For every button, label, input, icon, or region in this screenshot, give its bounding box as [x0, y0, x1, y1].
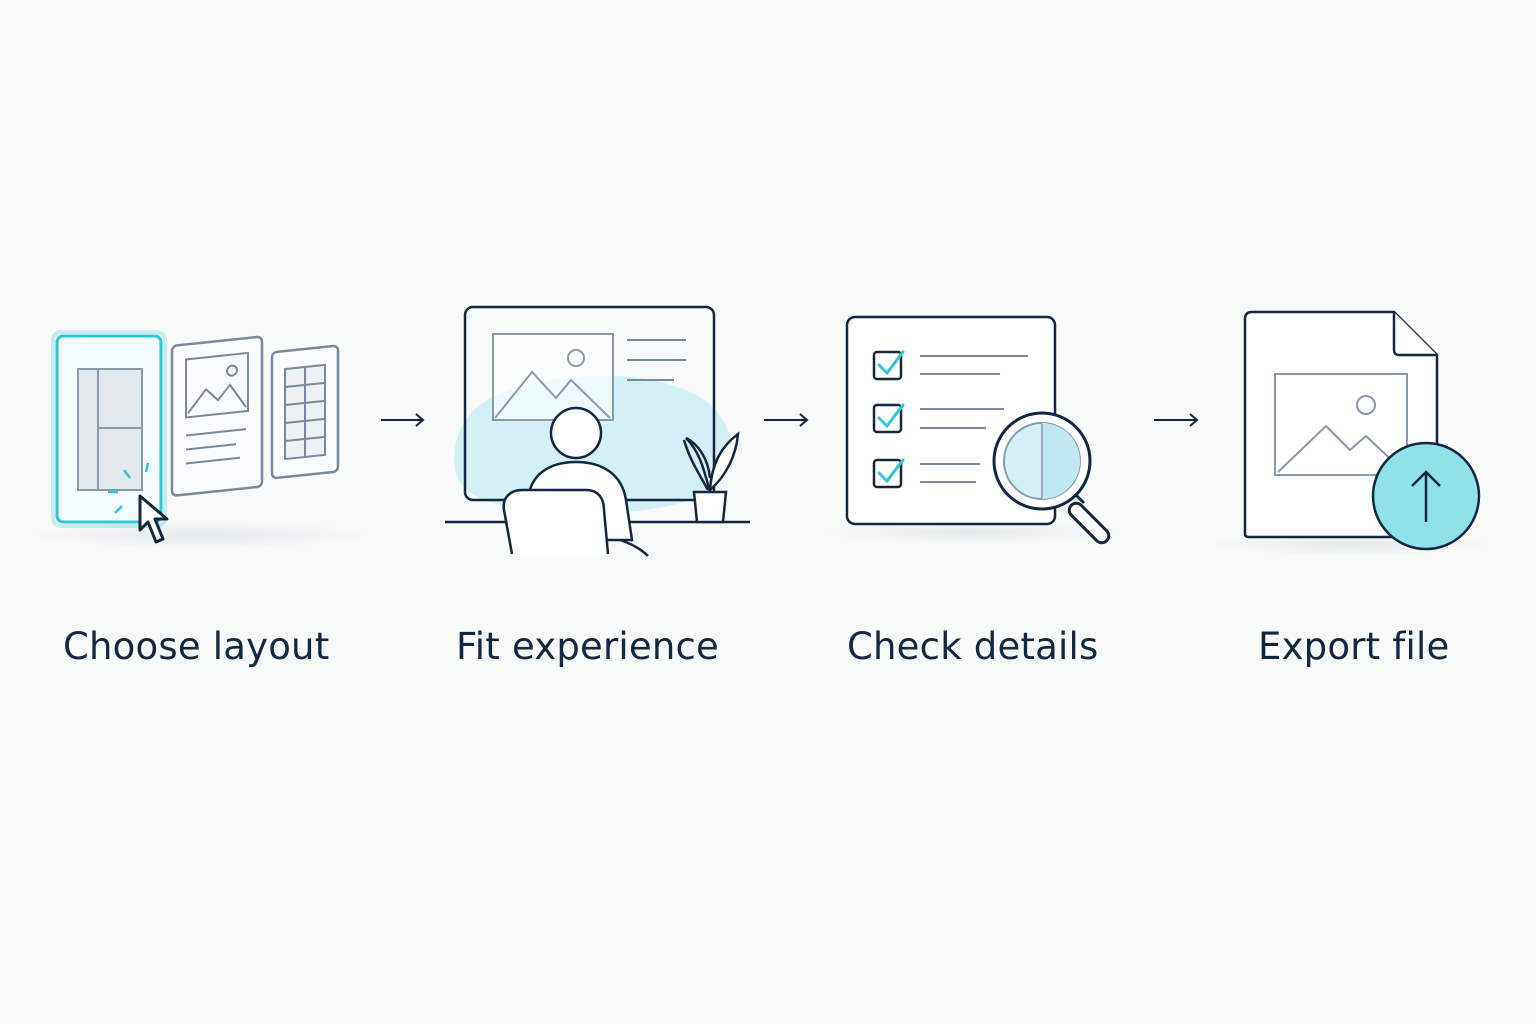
step-label-fit-experience: Fit experience: [456, 625, 720, 668]
checklist-magnifier-icon: [820, 315, 1120, 545]
layout-templates-icon: [30, 330, 370, 549]
arrow-right-icon: [1154, 413, 1199, 427]
file-upload-icon: [1210, 310, 1490, 556]
arrow-right-icon: [764, 413, 809, 427]
arrow-right-icon: [381, 413, 425, 427]
step-label-choose-layout: Choose layout: [63, 625, 330, 668]
step-label-check-details: Check details: [847, 625, 1099, 668]
step-label-export-file: Export file: [1258, 625, 1450, 668]
person-at-screen-icon: [445, 305, 750, 557]
